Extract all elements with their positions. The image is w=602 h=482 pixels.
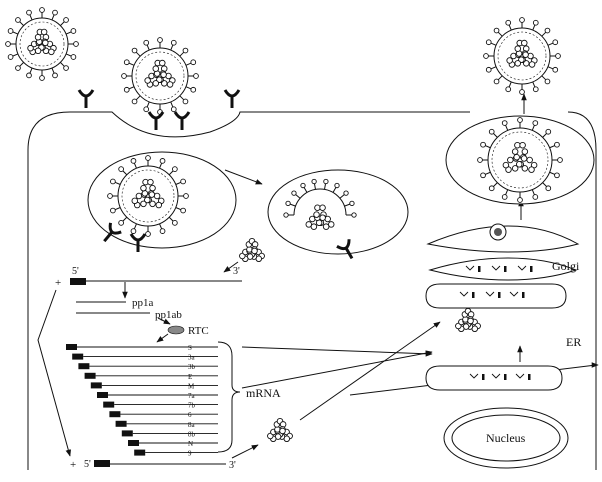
mrna-gene-label-N: N [188, 440, 193, 448]
er-cisterna-upper [425, 283, 567, 309]
golgi-label: Golgi [552, 259, 580, 273]
nucleocapsid-coil [267, 417, 293, 443]
mrna-gene-label-9: 9 [188, 450, 192, 458]
nucleus: Nucleus [443, 407, 569, 469]
extracellular-virion-1 [5, 7, 79, 81]
mrna-cap-6 [109, 411, 121, 418]
mrna-gene-label-M: M [188, 382, 195, 390]
mrna-gene-label-3a: 3a [188, 354, 196, 362]
extracellular-virion-2 [121, 37, 199, 115]
genome-strand: + 5' 3' [55, 266, 242, 289]
rtc-complex [167, 325, 185, 335]
er-cisterna-lower [425, 365, 563, 391]
three-prime-label-bottom: 3' [229, 460, 236, 471]
five-prime-label: 5' [72, 266, 79, 277]
mrna-gene-label-7b: 7b [188, 402, 196, 410]
arrow-to-rtc [157, 317, 171, 325]
polyproteins: pp1a pp1ab [76, 297, 182, 321]
mrna-cap-3b [78, 363, 90, 370]
mrna-cap-N [128, 440, 139, 446]
five-prime-label-bottom: 5' [84, 459, 91, 470]
mrna-gene-label-E: E [188, 373, 192, 381]
mrna-cap-8b [121, 430, 133, 437]
mrna-gene-label-S: S [188, 344, 192, 352]
plus-label: + [55, 277, 61, 289]
mrna-cap-S [66, 344, 77, 350]
arrow-to-nucleocapsid [231, 444, 259, 459]
vesicle-virion [477, 117, 563, 203]
mrna-cap-3a [72, 353, 84, 360]
mrna-gene-label-8b: 8b [188, 430, 196, 438]
mrna-cap-E [84, 372, 96, 379]
arrow-genome-replication [37, 289, 72, 457]
cell-membrane [27, 111, 597, 470]
receptor-4 [173, 110, 191, 132]
fusing-virion [283, 178, 357, 230]
mrna-cap-9 [134, 449, 146, 456]
mrna-label: mRNA [246, 386, 281, 400]
mrna-gene-label-6: 6 [188, 411, 192, 419]
arrow-rtc-to-mrna [156, 333, 169, 343]
arrow-m-to-er [241, 350, 433, 389]
arrow-endosome-to-fusion [224, 169, 263, 185]
arrow-nucleocapsid-to-er [299, 321, 441, 421]
plus-label-bottom: + [70, 459, 76, 471]
receptor-2 [223, 88, 241, 110]
pp1a-label: pp1a [132, 297, 154, 309]
pp1ab-label: pp1ab [155, 309, 182, 321]
mrna-gene-label-8a: 8a [188, 421, 196, 429]
progeny-genome: + 5' 3' [70, 459, 236, 471]
mrna-gene-label-3b: 3b [188, 363, 196, 371]
mrna-cap-M [90, 382, 102, 389]
fusion-vesicle [267, 169, 409, 255]
er-label: ER [566, 335, 581, 349]
receptor-1 [77, 88, 95, 110]
er-nucleocapsid [455, 307, 481, 333]
endosome-virion [107, 155, 189, 237]
budding-virion-top [483, 17, 561, 95]
released-genome-rna [239, 237, 265, 263]
nucleus-label: Nucleus [486, 431, 526, 445]
arrow-rna-release [223, 261, 239, 273]
receptor-3 [147, 110, 165, 132]
rtc-label: RTC [188, 325, 209, 337]
golgi-stack [426, 225, 580, 281]
mrna-gene-label-7a: 7a [188, 392, 196, 400]
arrow-s-to-er [241, 346, 433, 357]
mrna-cap-7a [97, 392, 108, 398]
mrna-bracket [217, 341, 241, 453]
mrna-cap-7b [103, 401, 115, 408]
three-prime-label: 3' [233, 266, 240, 277]
mrna-cap-8a [115, 420, 127, 427]
